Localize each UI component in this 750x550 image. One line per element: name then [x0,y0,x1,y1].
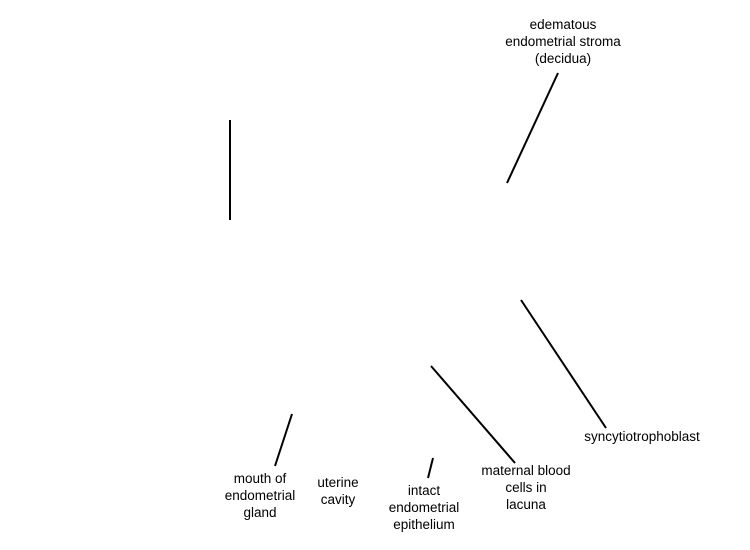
label-gland-mouth-line-1: mouth of [233,471,287,486]
label-epithelium-line-3: epithelium [393,517,455,532]
label-epithelium-line-1: intact [407,483,441,498]
label-epithelium: intact endometrial epithelium [374,482,474,533]
label-maternal-blood-line-3: lacuna [506,497,546,512]
label-decidua: edematous endometrial stroma (decidua) [488,16,638,67]
label-maternal-blood: maternal blood cells in lacuna [468,462,584,513]
label-syncytiotrophoblast: syncytiotrophoblast [572,428,712,445]
leader-line-gland-mouth [274,413,293,467]
label-maternal-blood-line-1: maternal blood [481,463,571,478]
label-decidua-line-1: edematous [529,17,597,32]
leader-line-epithelium [427,457,434,479]
label-uterine-cavity: uterine cavity [298,474,378,508]
label-uterine-cavity-line-2: cavity [320,492,356,507]
label-uterine-cavity-line-1: uterine [317,475,359,490]
label-gland-mouth: mouth of endometrial gland [212,470,308,521]
label-syncytiotrophoblast-line-1: syncytiotrophoblast [584,429,700,444]
leader-line-syncytiotrophoblast [520,299,607,429]
label-gland-mouth-line-2: endometrial [224,488,296,503]
label-epithelium-line-2: endometrial [388,500,460,515]
label-maternal-blood-line-2: cells in [505,480,547,495]
leader-line-maternal-blood [430,365,516,464]
leader-line-decidua [506,72,559,184]
label-gland-mouth-line-3: gland [243,505,277,520]
label-decidua-line-2: endometrial stroma [505,34,621,49]
label-decidua-line-3: (decidua) [534,51,592,66]
